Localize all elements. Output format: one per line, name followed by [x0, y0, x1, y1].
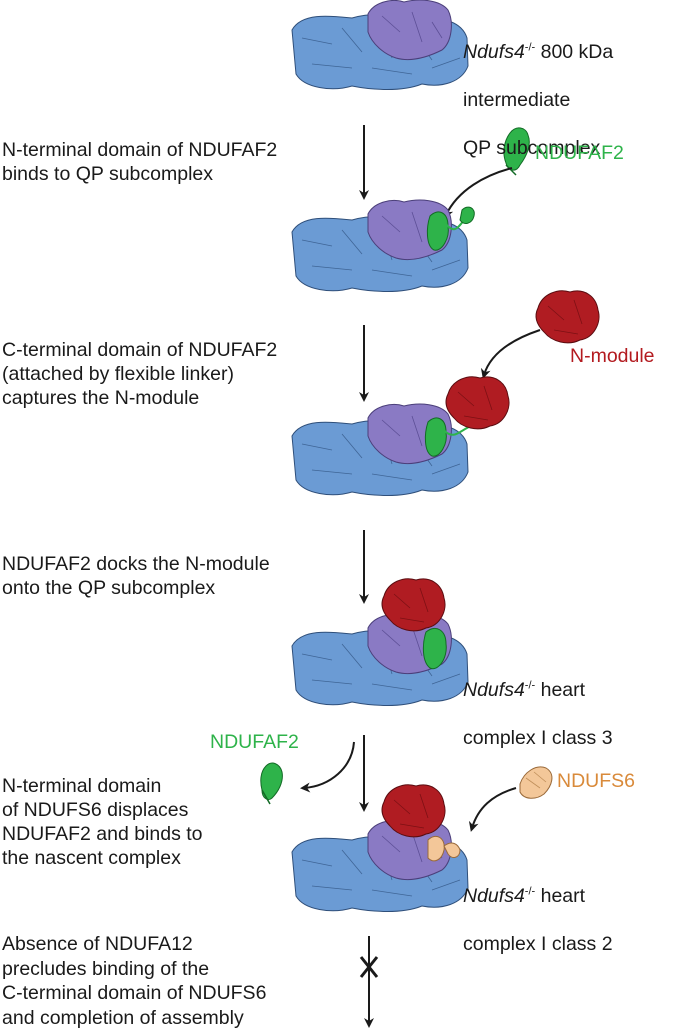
- tissue-text: heart: [535, 885, 586, 907]
- ndufaf2-protein: [503, 127, 530, 176]
- ndufs6-label: NDUFS6: [557, 770, 636, 792]
- label-class-2: Ndufs4-/- heart complex I class 2: [463, 860, 613, 956]
- binding-arrow-ndufs6: [468, 787, 517, 832]
- binding-arrow-ndufaf2: [444, 167, 513, 219]
- genotype-superscript: -/-: [524, 885, 536, 898]
- blocked-x-mark: [359, 956, 379, 978]
- gene-name: Ndufs4: [463, 41, 525, 63]
- class-text: complex I class 3: [463, 727, 613, 749]
- n-module-label: N-module: [570, 345, 655, 367]
- step-3-description: NDUFAF2 docks the N-module onto the QP s…: [2, 553, 270, 599]
- qp-subcomplex-800kda: [291, 0, 469, 91]
- ndufs6-protein: [519, 766, 553, 799]
- ndufaf2-label: NDUFAF2: [535, 142, 624, 164]
- genotype-superscript: -/-: [524, 41, 536, 54]
- complex-i-class-2: [291, 784, 469, 912]
- ndufaf2-released-label: NDUFAF2: [210, 731, 299, 753]
- step-2-description: C-terminal domain of NDUFAF2 (attached b…: [2, 339, 278, 409]
- size-text: 800 kDa: [535, 41, 614, 63]
- label-line-2: intermediate: [463, 89, 571, 111]
- step-1-description: N-terminal domain of NDUFAF2 binds to QP…: [2, 139, 278, 185]
- class-text: complex I class 2: [463, 933, 613, 955]
- step-5-description: Absence of NDUFA12 precludes binding of …: [2, 933, 267, 1029]
- label-class-3: Ndufs4-/- heart complex I class 3: [463, 654, 613, 750]
- label-800kda-intermediate: Ndufs4-/- 800 kDa intermediate QP subcom…: [463, 16, 613, 160]
- genotype-superscript: -/-: [524, 679, 536, 692]
- n-module-protein: [535, 290, 600, 344]
- label-line-3: QP subcomplex: [463, 137, 601, 159]
- tissue-text: heart: [535, 679, 586, 701]
- qp-ndufaf2-n-module-complex: [291, 376, 510, 496]
- step-4-description: N-terminal domain of NDUFS6 displaces ND…: [2, 775, 203, 869]
- release-arrow-ndufaf2: [300, 741, 355, 793]
- qp-ndufaf2-complex: [291, 199, 475, 292]
- gene-name: Ndufs4: [463, 885, 525, 907]
- gene-name: Ndufs4: [463, 679, 525, 701]
- complex-i-class-3: [291, 578, 469, 706]
- ndufaf2-released-protein: [260, 762, 283, 805]
- binding-arrow-n-module: [480, 329, 541, 379]
